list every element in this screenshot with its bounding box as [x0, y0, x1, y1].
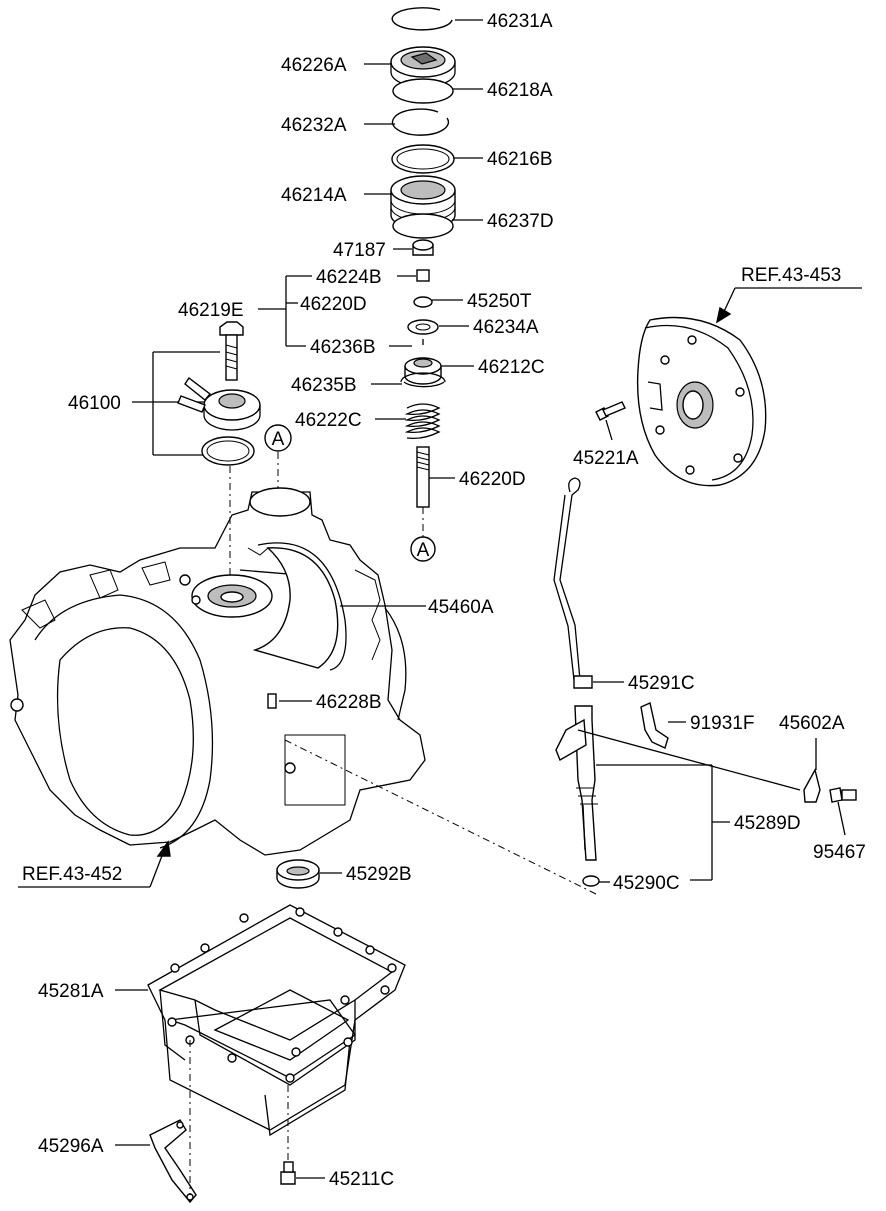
label-46232A: 46232A — [281, 115, 347, 136]
label-95467: 95467 — [813, 842, 866, 863]
label-46231A: 46231A — [487, 11, 553, 32]
label-46237D: 46237D — [487, 211, 554, 232]
marker-a-bottom — [410, 536, 436, 562]
label-45296A: 45296A — [38, 1136, 104, 1157]
seal-46237D — [392, 213, 454, 239]
label-46235B: 46235B — [291, 375, 357, 396]
snap-ring-46232A — [391, 108, 450, 136]
label-ref-43-453: REF.43-453 — [741, 265, 841, 286]
rod-46220D — [416, 446, 430, 508]
pin-46228B — [267, 693, 312, 709]
label-45211C: 45211C — [329, 1169, 394, 1190]
label-45292B: 45292B — [346, 864, 412, 885]
label-46226A: 46226A — [281, 55, 347, 76]
o-ring-46100 — [201, 436, 255, 466]
retainer-46226A — [390, 46, 456, 88]
label-46214A: 46214A — [281, 185, 347, 206]
label-45602A: 45602A — [779, 713, 845, 734]
bracket-91931F — [640, 702, 686, 749]
label-45291C: 45291C — [628, 673, 695, 694]
label-45250T: 45250T — [467, 291, 532, 312]
marker-a-top-label: A — [272, 429, 285, 450]
seal-ring-46216B — [391, 144, 455, 174]
label-46236B: 46236B — [310, 337, 376, 358]
tube-45289D — [555, 705, 801, 881]
label-ref-43-452: REF.43-452 — [22, 864, 122, 885]
oil-pan-45281A — [115, 904, 406, 1137]
ref-43-452-callout — [18, 840, 171, 888]
label-47187: 47187 — [333, 240, 386, 261]
snap-ring-46231A — [391, 7, 453, 31]
label-46216B: 46216B — [487, 149, 553, 170]
label-45290C: 45290C — [613, 873, 680, 894]
clip-45602A — [803, 738, 821, 803]
label-46212C: 46212C — [478, 357, 545, 378]
label-45221A: 45221A — [573, 448, 639, 469]
label-91931F: 91931F — [690, 713, 754, 734]
cap-46212C — [400, 357, 446, 388]
nut-47187 — [412, 239, 434, 256]
marker-a-top — [264, 424, 292, 452]
label-46234A: 46234A — [473, 317, 539, 338]
label-46218A: 46218A — [487, 80, 553, 101]
label-46220D-bottom: 46220D — [459, 469, 526, 490]
label-46220D-top: 46220D — [300, 294, 367, 315]
bolt-95467 — [829, 787, 857, 836]
ref-43-453-callout — [715, 287, 862, 324]
label-46222C: 46222C — [295, 410, 362, 431]
marker-a-bottom-label: A — [417, 540, 430, 561]
label-46219E: 46219E — [178, 300, 244, 321]
seal-45292B — [276, 859, 342, 889]
label-46224B: 46224B — [316, 267, 382, 288]
torque-converter — [636, 316, 767, 487]
bracket-45296A — [115, 1040, 197, 1204]
label-45289D: 45289D — [734, 813, 801, 834]
bolt-45211C — [280, 1085, 325, 1185]
label-46228B: 46228B — [316, 692, 382, 713]
part-labels: 46231A 46226A 46218A 46232A 46216B 46214… — [22, 11, 866, 1190]
dipstick — [553, 477, 624, 689]
leaders-top — [258, 19, 483, 479]
label-46100: 46100 — [68, 393, 121, 414]
bolt-45221A — [595, 401, 626, 441]
solenoid-46100 — [177, 376, 261, 431]
band-45460A — [247, 547, 407, 721]
label-45281A: 45281A — [38, 981, 104, 1002]
transmission-case — [9, 487, 426, 856]
small-parts-stack — [407, 269, 439, 345]
o-ring-45290C — [582, 875, 610, 887]
spring-46222C — [404, 403, 441, 440]
label-45460A: 45460A — [428, 597, 494, 618]
bolt-46100 — [219, 321, 244, 381]
o-ring-46218A — [392, 78, 454, 104]
